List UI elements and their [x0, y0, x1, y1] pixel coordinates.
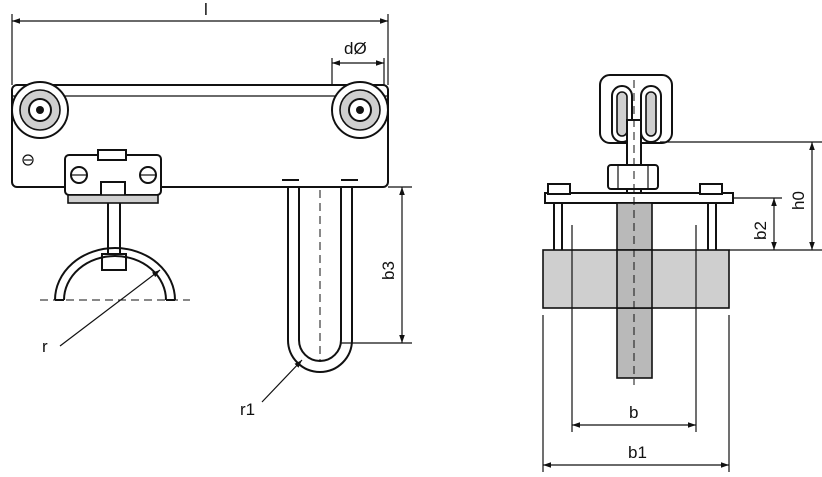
label-b1: b1 [628, 443, 647, 462]
round-cable-saddle [40, 203, 190, 301]
label-d: dØ [344, 39, 367, 58]
label-b3: b3 [379, 261, 398, 280]
front-view: h0 b2 b b1 [542, 74, 822, 472]
left-wheel [11, 81, 69, 139]
label-b: b [629, 403, 638, 422]
right-wheel [331, 81, 389, 139]
radius-r1-leader [261, 359, 303, 403]
side-view: r r1 l dØ b3 [11, 0, 412, 419]
label-l: l [204, 0, 208, 19]
label-h0: h0 [789, 191, 808, 210]
screw-mark [22, 154, 34, 166]
u-loop-hanger [282, 179, 358, 373]
cable-clamp [64, 149, 162, 204]
label-r1: r1 [240, 400, 255, 419]
carrier-plate [11, 84, 389, 188]
label-b2: b2 [751, 221, 770, 240]
radius-r-leader [59, 269, 161, 347]
label-r: r [42, 337, 48, 356]
